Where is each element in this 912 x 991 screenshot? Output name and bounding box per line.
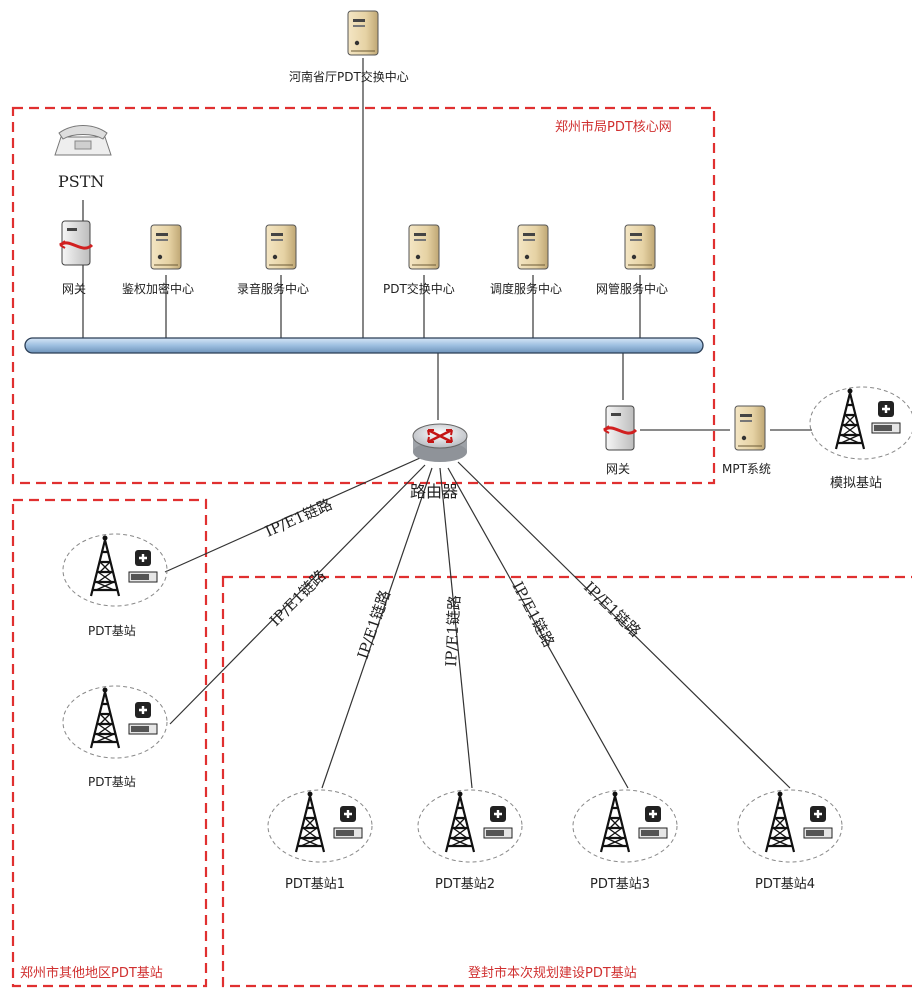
core-node-label-recording: 录音服务中心 [237,282,310,296]
gateway2-label: 网关 [606,462,631,476]
other-station-2-label: PDT基站 [88,775,136,789]
gateway-icon [58,219,94,267]
ip-e1-links [164,457,791,789]
analog-station-label: 模拟基站 [830,476,883,491]
other-station-1-label: PDT基站 [88,624,136,638]
province-exchange-server-icon [347,10,379,56]
core-node-label-dispatch: 调度服务中心 [490,282,563,296]
dengfeng-station-3-label: PDT基站3 [590,877,651,892]
other-station-1-icon [62,533,168,607]
recording-server-icon [265,224,297,270]
auth-server-icon [150,224,182,270]
core-node-links [82,200,812,431]
router-label: 路由器 [410,482,459,501]
other-region-border [11,498,208,988]
other-station-2-icon [62,685,168,759]
link-label-4: IP/E1链路 [442,595,464,667]
link-label-6: IP/E1链路 [580,578,644,641]
dengfeng-station-3-icon [572,789,678,863]
pdt-exchange-server-icon [408,224,440,270]
link-label-3: IP/E1链路 [354,588,394,662]
core-node-label-auth: 鉴权加密中心 [122,282,195,296]
backbone-bus [24,337,704,354]
top-server-label: 河南省厅PDT交换中心 [289,70,409,84]
router-icon [412,423,468,462]
telephone-icon [54,125,112,156]
mpt-server-icon [734,405,766,451]
dengfeng-station-4-icon [737,789,843,863]
analog-station-icon [809,386,912,460]
other-region-label: 郑州市其他地区PDT基站 [20,966,163,981]
core-node-label-nms: 网管服务中心 [596,282,669,296]
dengfeng-station-2-icon [417,789,523,863]
mpt-label: MPT系统 [722,462,771,476]
dengfeng-region-label: 登封市本次规划建设PDT基站 [468,966,637,981]
pstn-label: PSTN [58,172,105,191]
dengfeng-station-4-label: PDT基站4 [755,877,816,892]
link-label-1: IP/E1链路 [262,495,335,541]
dengfeng-station-2-label: PDT基站2 [435,877,496,892]
dengfeng-station-1-icon [267,789,373,863]
link-label-5: IP/E1链路 [508,578,557,650]
dengfeng-station-1-label: PDT基站1 [285,877,346,892]
nms-server-icon [624,224,656,270]
core-region-label: 郑州市局PDT核心网 [555,120,672,135]
dispatch-server-icon [517,224,549,270]
gateway2-icon [602,404,638,452]
core-node-label-exchange: PDT交换中心 [383,282,455,296]
dengfeng-region-border [221,575,912,988]
core-node-label-gateway: 网关 [62,282,87,296]
